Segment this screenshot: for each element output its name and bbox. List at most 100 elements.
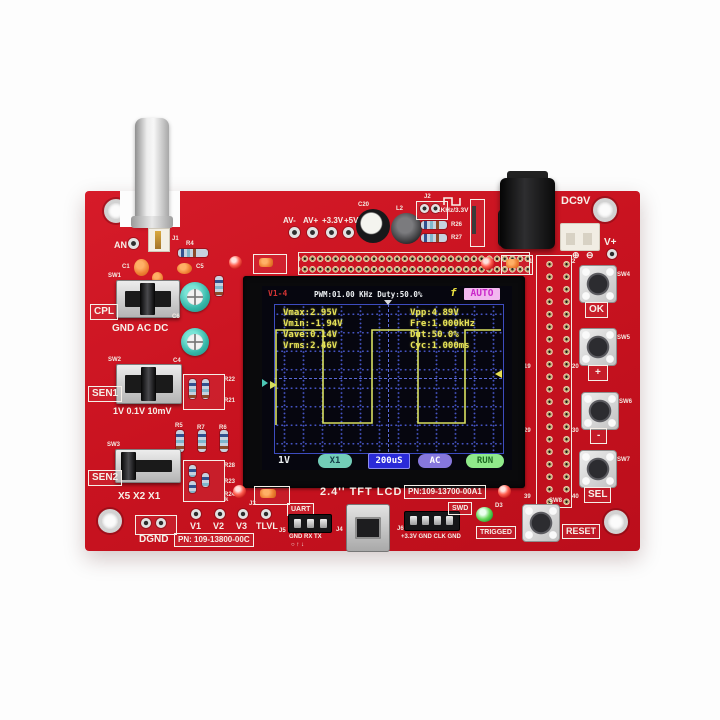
trigger-mode-badge: AUTO: [464, 288, 500, 300]
sen1-options-label: 1V 0.1V 10mV: [113, 406, 172, 416]
led: [481, 257, 494, 270]
r22-ref: R22: [224, 377, 236, 383]
r7-ref: R7: [197, 425, 205, 431]
vpp-readout: Vpp:4.89V: [410, 308, 459, 318]
board-part-number: PN: 109-13800-00C: [174, 533, 254, 547]
cpl-label: CPL: [90, 304, 118, 320]
vmax-readout: Vmax:2.95V: [283, 308, 338, 318]
capacitor: [177, 263, 192, 274]
pin39-label: 39: [524, 494, 531, 500]
resistor: [198, 430, 206, 452]
an-testpoint: [128, 238, 139, 249]
minus-button-label: -: [590, 428, 608, 444]
trimmer-capacitor[interactable]: [181, 328, 209, 356]
av-minus-label: AV-: [283, 216, 296, 225]
j3-connector: [254, 486, 290, 505]
minus-button[interactable]: [581, 392, 619, 430]
time-per-div-badge: 200uS: [368, 453, 410, 469]
mounting-hole: [604, 510, 628, 534]
lcd-part-number: PN:109-13700-00A1: [404, 485, 486, 499]
switch-slot: [124, 460, 172, 472]
vplus-label: V+: [604, 237, 617, 248]
sensitivity2-switch[interactable]: [115, 449, 181, 483]
trimmer-capacitor[interactable]: [180, 282, 210, 312]
electrolytic-capacitor: [356, 209, 390, 243]
reset-button-label: RESET: [562, 524, 601, 539]
c1-ref: C1: [122, 264, 130, 270]
swd-pins-label: +3.3V GND CLK GND: [401, 534, 461, 540]
an-label: AN: [114, 240, 127, 250]
resistor-group: [183, 374, 225, 410]
mini-usb-port[interactable]: [346, 504, 390, 552]
resistor-standing: [470, 199, 485, 247]
plus-button-label: +: [588, 365, 608, 381]
resistor-group: [183, 460, 225, 502]
uart-pins-label: GND RX TX: [289, 534, 322, 540]
j4-ref: J4: [336, 527, 343, 533]
v5-label: +5V: [344, 216, 359, 225]
ok-button[interactable]: [579, 265, 617, 303]
coupling-badge: AC: [418, 454, 452, 468]
v2-testpoint: [215, 509, 225, 519]
led: [229, 256, 242, 269]
pin2-label: 2: [572, 259, 576, 265]
r24-ref: R24: [224, 492, 236, 498]
run-state-badge: RUN: [466, 454, 504, 468]
d3-ref: D3: [495, 503, 503, 509]
reset-button[interactable]: [522, 504, 560, 542]
sw8-ref: SW8: [549, 498, 563, 504]
uart-pin-symbols: ○ ↑ ↓: [291, 542, 304, 548]
capacitor: [134, 259, 149, 276]
r6-ref: R6: [219, 425, 227, 431]
polarity-plus-icon: ⊕: [572, 250, 580, 260]
ok-button-label: OK: [585, 302, 608, 318]
select-button[interactable]: [579, 450, 617, 488]
av-minus-testpoint: [289, 227, 300, 238]
switch-knob[interactable]: [141, 367, 156, 401]
pin30-label: 30: [572, 428, 579, 434]
j3-ref: J3: [249, 501, 256, 507]
bnc-connector[interactable]: [135, 118, 169, 226]
volts-per-div-label: 1V: [278, 455, 291, 466]
r4-ref: R4: [186, 241, 194, 247]
sensitivity1-switch[interactable]: [116, 364, 182, 404]
led: [498, 485, 511, 498]
resistor: [421, 234, 447, 242]
center-horizontal-line: [274, 378, 502, 379]
dc-power-jack[interactable]: [500, 178, 555, 249]
v3-label: V3: [236, 521, 248, 531]
r23-ref: R23: [224, 479, 236, 485]
pin19-label: 19: [524, 364, 531, 370]
switch-knob[interactable]: [121, 452, 136, 480]
j2-ref: J2: [424, 194, 431, 200]
vave-readout: Vave:0.14V: [283, 330, 338, 340]
resistor: [220, 430, 228, 452]
component-box: [501, 255, 533, 275]
coupling-switch[interactable]: [116, 280, 180, 318]
c5-ref: C5: [196, 264, 204, 270]
tlvl-testpoint: [261, 509, 271, 519]
mounting-hole: [98, 509, 122, 533]
jst-connector: [560, 223, 600, 251]
k-label: k: [225, 497, 229, 503]
sen1-label: SEN1: [88, 386, 123, 402]
resistor: [178, 249, 208, 257]
cpl-options-label: GND AC DC: [112, 323, 169, 334]
r28-ref: R28: [224, 463, 236, 469]
swd-label: SWD: [448, 502, 473, 515]
c20-ref: C20: [358, 202, 370, 208]
select-button-label: SEL: [584, 487, 612, 503]
channel-position-marker-icon: [262, 379, 268, 387]
switch-knob[interactable]: [140, 283, 155, 315]
v1-label: V1: [190, 521, 202, 531]
pin20-label: 20: [572, 364, 579, 370]
swd-connector: [404, 511, 460, 531]
uart-connector: [288, 514, 332, 533]
pwm-status-label: PWM:01.00 KHz Duty:50.0%: [314, 290, 423, 299]
plus-button[interactable]: [579, 328, 617, 366]
sw7-ref: SW7: [617, 457, 631, 463]
vrms-readout: Vrms:2.46V: [283, 341, 338, 351]
vplus-testpoint: [607, 249, 617, 259]
v33-testpoint: [326, 227, 337, 238]
resistor: [176, 430, 184, 452]
